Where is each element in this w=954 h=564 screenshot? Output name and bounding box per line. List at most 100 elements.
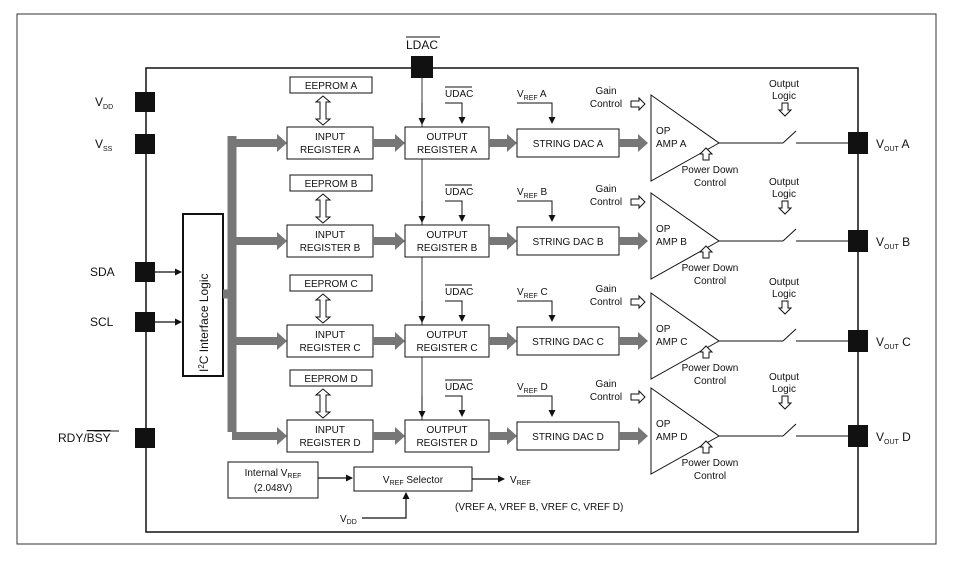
power-down-b-label-line1: Power Down — [682, 263, 739, 274]
output-register-d-block — [404, 419, 490, 453]
gain-control-a-label-line1: Gain — [595, 86, 616, 97]
output-switch-a — [782, 130, 797, 144]
power-down-d-label-line2: Control — [694, 471, 726, 482]
udac-a-arrow — [445, 102, 466, 124]
udac-c-label: UDAC — [445, 287, 473, 298]
string-dac-a-block — [516, 128, 620, 158]
power-down-a-label-line2: Control — [694, 178, 726, 189]
gain-control-d-label-line1: Gain — [595, 379, 616, 390]
op-amp-a-label-line1: OP — [656, 126, 671, 137]
eeprom-d-transfer-arrow — [314, 388, 332, 419]
eeprom-d-label: EEPROM D — [304, 374, 357, 385]
eeprom-b-label: EEPROM B — [305, 179, 358, 190]
vout-d-pin — [848, 425, 868, 447]
string-dac-a-label: STRING DAC A — [533, 139, 604, 150]
ldac-pin — [411, 56, 433, 78]
op-amp-c-label-line1: OP — [656, 324, 671, 335]
vdd-pin — [135, 92, 155, 112]
vss-pin-label: VSS — [95, 137, 113, 153]
selector-vdd-arrow — [362, 492, 410, 519]
eeprom-c-transfer-arrow — [314, 293, 332, 324]
eeprom-a-block — [289, 76, 373, 94]
string-dac-b-block — [516, 226, 620, 256]
internal-vref-value: (2.048V) — [254, 483, 292, 494]
output-logic-c-label-line1: Output — [769, 277, 799, 288]
output-register-c-label-line1: OUTPUT — [426, 330, 467, 341]
udac-d-label: UDAC — [445, 382, 473, 393]
power-down-c-label-line1: Power Down — [682, 363, 739, 374]
vout-c-label: VOUT C — [876, 335, 911, 351]
input-register-b-label-line1: INPUT — [315, 230, 345, 241]
output-register-b-block — [404, 224, 490, 258]
input-register-c-block — [286, 324, 374, 358]
output-switch-d — [782, 423, 797, 437]
scl-pin — [135, 312, 155, 332]
op-amp-c — [650, 292, 720, 380]
vss-pin — [135, 134, 155, 154]
vout-c-pin — [848, 330, 868, 352]
selector-vdd-label: VDD — [340, 514, 357, 526]
op-amp-b-label-line1: OP — [656, 224, 671, 235]
output-logic-a-label-line2: Logic — [772, 91, 796, 102]
eeprom-c-label: EEPROM C — [304, 279, 357, 290]
op-amp-d — [650, 387, 720, 475]
dac-to-opamp-arrow-c — [619, 332, 648, 350]
output-register-c-block — [404, 324, 490, 358]
udac-b-label: UDAC — [445, 187, 473, 198]
string-dac-c-label: STRING DAC C — [532, 337, 604, 348]
i2c-interface-logic-label: I2C Interface Logic — [197, 273, 211, 372]
input-to-output-arrow-b — [373, 232, 405, 250]
vref-out-label: VREF — [510, 475, 531, 487]
input-register-a-block — [286, 126, 374, 160]
output-to-dac-arrow-b — [489, 232, 517, 250]
op-amp-d-label-line1: OP — [656, 419, 671, 430]
vref-selector-label: VREF Selector — [383, 475, 444, 487]
dac-to-opamp-arrow-d — [619, 427, 648, 445]
output-register-c-label-line2: REGISTER C — [416, 343, 477, 354]
input-register-b-block — [286, 224, 374, 258]
udac-b-arrow — [445, 200, 466, 222]
bus-to-input-arrow-b — [232, 232, 287, 250]
udac-a-label: UDAC — [445, 89, 473, 100]
power-down-b-label-line2: Control — [694, 276, 726, 287]
gain-control-d-arrow — [630, 389, 646, 405]
eeprom-a-label: EEPROM A — [305, 81, 358, 92]
udac-d-arrow — [445, 395, 466, 417]
chip-body — [145, 67, 859, 533]
internal-vref-label: Internal VREF — [245, 468, 302, 480]
input-register-b-label-line2: REGISTER B — [300, 243, 361, 254]
power-down-a-label-line1: Power Down — [682, 165, 739, 176]
ldac-pin-label: LDAC — [406, 38, 438, 52]
vref-channel-list: (VREF A, VREF B, VREF C, VREF D) — [455, 502, 623, 513]
output-logic-c-label-line2: Logic — [772, 289, 796, 300]
bus-to-input-arrow-c — [232, 332, 287, 350]
gain-control-b-arrow — [630, 194, 646, 210]
eeprom-b-transfer-arrow — [314, 193, 332, 224]
vref-b-label: VREF B — [517, 187, 547, 200]
output-logic-b-arrow — [777, 200, 793, 215]
gain-control-c-arrow — [630, 294, 646, 310]
output-logic-d-label-line1: Output — [769, 372, 799, 383]
vref-d-label: VREF D — [517, 382, 548, 395]
gain-control-a-label-line2: Control — [590, 99, 622, 110]
output-logic-d-arrow — [777, 395, 793, 410]
eeprom-b-block — [289, 174, 373, 192]
output-switch-b — [782, 228, 797, 242]
vdd-pin-label: VDD — [95, 95, 113, 111]
output-to-dac-arrow-a — [489, 134, 517, 152]
dac-to-opamp-arrow-b — [619, 232, 648, 250]
eeprom-a-transfer-arrow — [314, 95, 332, 126]
power-down-b-arrow — [698, 245, 714, 259]
output-switch-c — [782, 328, 797, 342]
input-register-a-label-line2: REGISTER A — [300, 145, 360, 156]
output-logic-a-label-line1: Output — [769, 79, 799, 90]
vout-a-pin — [848, 132, 868, 154]
input-register-d-label-line1: INPUT — [315, 425, 345, 436]
power-down-c-label-line2: Control — [694, 376, 726, 387]
output-to-dac-arrow-d — [489, 427, 517, 445]
input-to-output-arrow-a — [373, 134, 405, 152]
op-amp-b — [650, 192, 720, 280]
vref-selector-block — [353, 466, 473, 492]
string-dac-d-block — [516, 421, 620, 451]
